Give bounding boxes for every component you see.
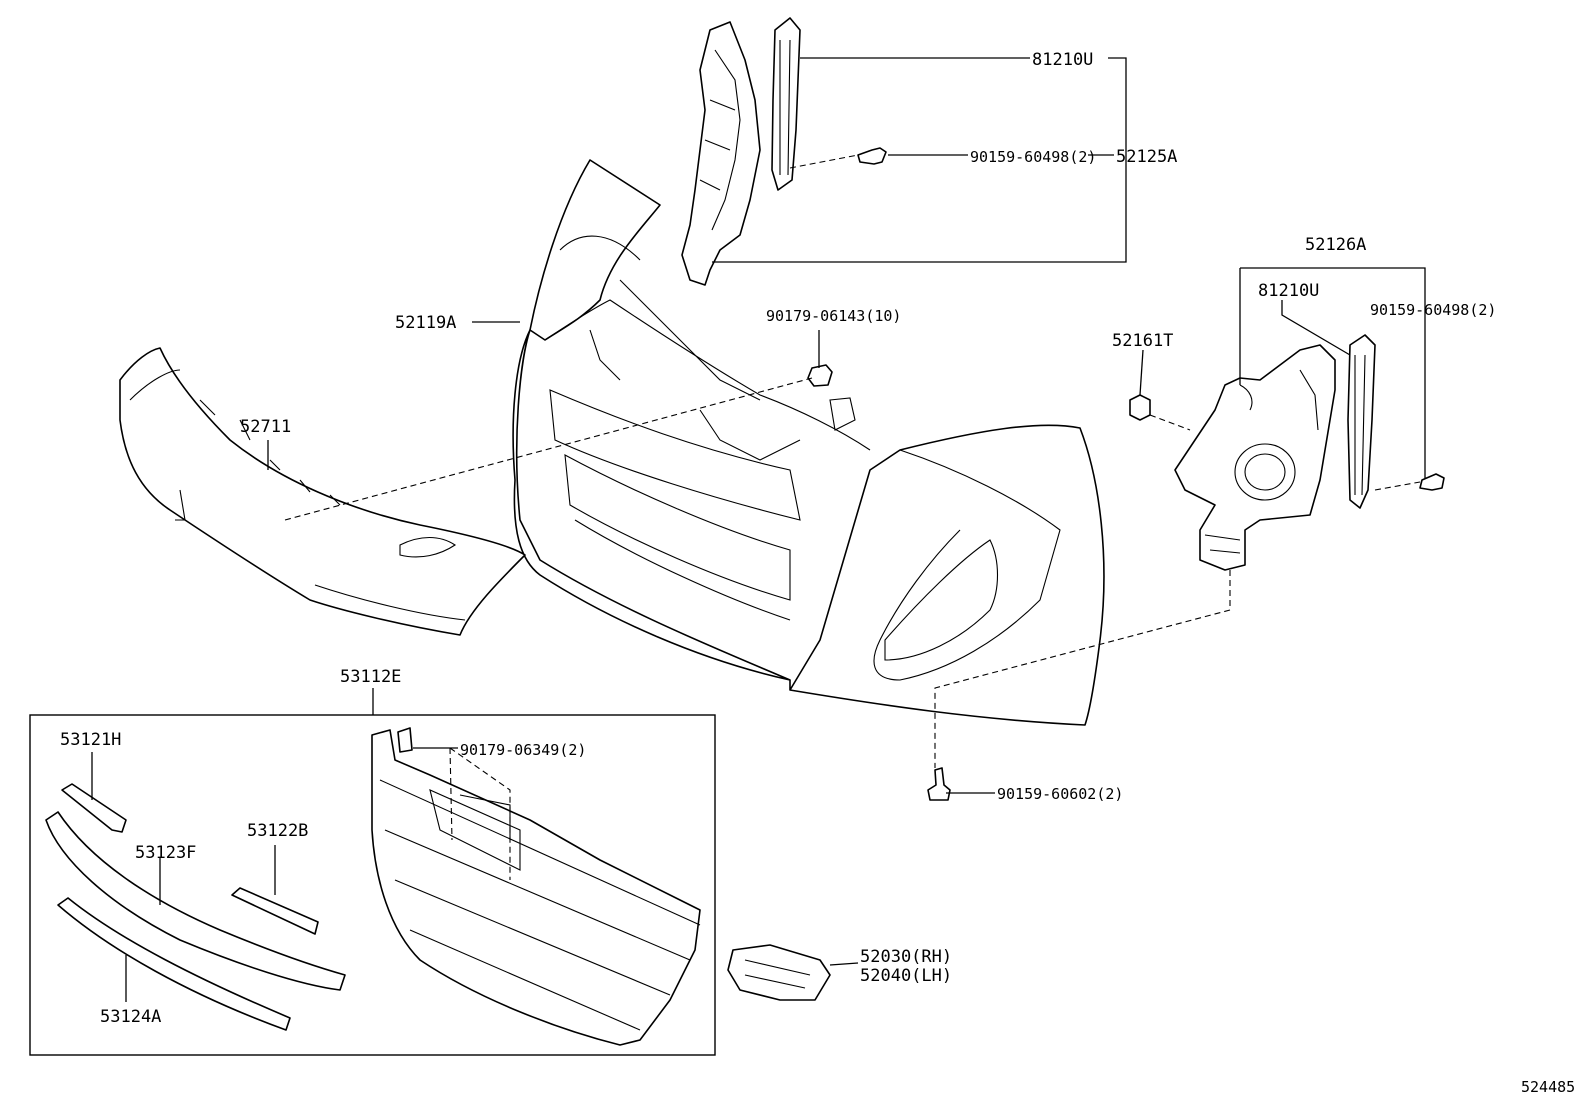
label-53122b: 53122B [247,821,308,841]
fog-bracket-part [1174,344,1336,571]
label-53123f: 53123F [135,843,196,863]
bolt-right-part [1419,473,1445,491]
label-90159-60498-right: 90159-60498(2) [1370,301,1496,319]
label-53121h: 53121H [60,730,121,750]
leader-lines [91,57,1426,1002]
label-52119a: 52119A [395,313,456,333]
label-81210u-right: 81210U [1258,281,1319,301]
label-53112e: 53112E [340,667,401,687]
reflector-right-part [1347,334,1376,509]
bumper-retainer-part [681,21,761,286]
lower-spoiler-part [119,347,526,636]
molding-53122b-part [231,887,319,935]
molding-53124a-part [57,897,291,1031]
reference-number: 524485 [1521,1078,1575,1096]
label-90159-60498-top: 90159-60498(2) [970,148,1096,166]
label-90179-06143: 90179-06143(10) [766,307,901,325]
label-52161t: 52161T [1112,331,1173,351]
part-labels: 81210U 90159-60498(2) 52125A 52126A 8121… [60,50,1575,1096]
label-52125a: 52125A [1116,147,1177,167]
label-52711: 52711 [240,417,291,437]
label-90159-60602: 90159-60602(2) [997,785,1123,803]
label-53124a: 53124A [100,1007,161,1027]
grille-clip-part [397,727,413,753]
screw-52161t-part [1129,394,1151,421]
dashed-lines [284,154,1421,880]
label-52030: 52030(RH) [860,947,952,967]
label-81210u-top: 81210U [1032,50,1093,70]
molding-53123f-part [45,811,346,991]
label-52040: 52040(LH) [860,966,952,986]
reflector-top-part [771,17,801,191]
label-90179-06349: 90179-06349(2) [460,741,586,759]
molding-53121h-part [61,783,127,833]
bumper-cover-part [512,159,1105,726]
grille-part [371,729,701,1046]
clip-nut-part [807,364,833,387]
fog-cover-part [727,944,831,1001]
label-52126a: 52126A [1305,235,1366,255]
bolt-top-part [857,147,887,165]
bolt-bottom-part [927,767,951,801]
